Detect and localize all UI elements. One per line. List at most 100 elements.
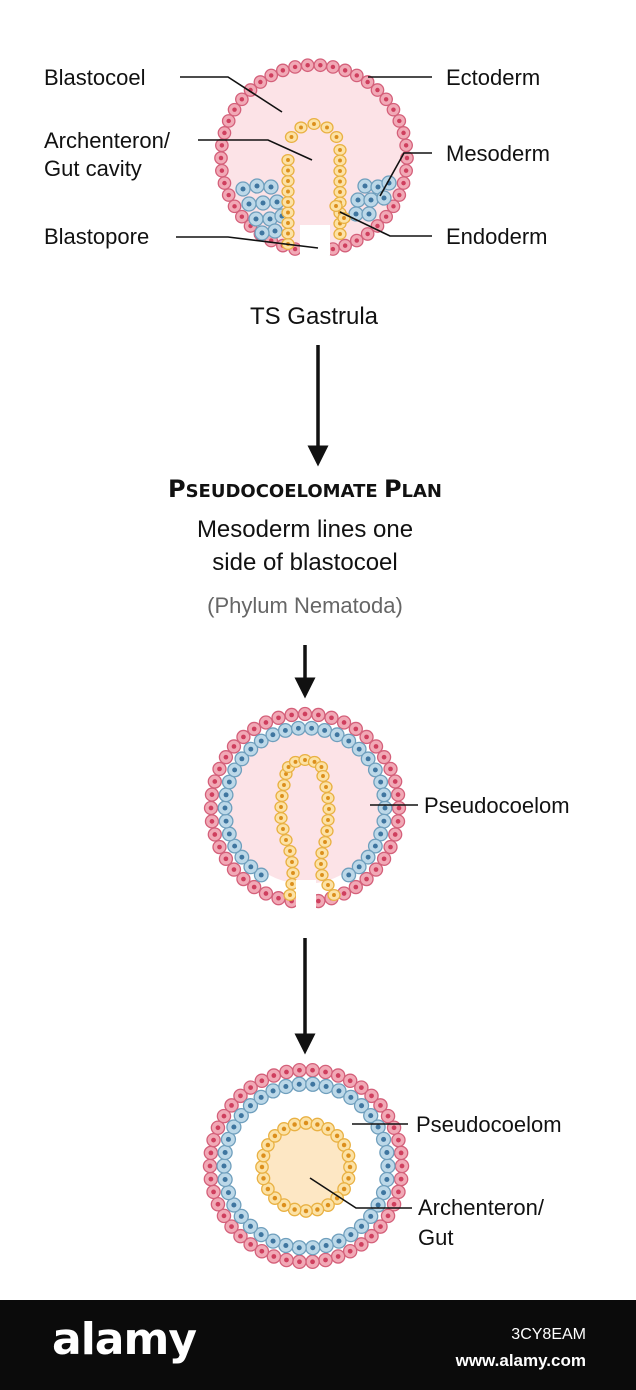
- ectoderm-cell: [243, 1080, 258, 1095]
- endoderm-cell: [330, 1129, 344, 1143]
- mesoderm-cell: [253, 1226, 269, 1243]
- mesoderm-cell: [226, 1119, 242, 1135]
- endoderm-cell: [322, 802, 336, 816]
- gastrula-figure: [214, 58, 414, 256]
- ectoderm-cell: [203, 800, 219, 816]
- pseudocoelomate-embryo-figure: [203, 706, 407, 910]
- label-pseudocoelom-stage2: Pseudocoelom: [424, 793, 570, 818]
- mesoderm-cell: [253, 733, 269, 749]
- ectoderm-cell: [305, 1254, 320, 1270]
- endoderm-cell: [284, 130, 299, 144]
- mesoderm-cell: [379, 1171, 395, 1188]
- ectoderm-cell: [284, 707, 299, 723]
- gastrula-caption: TS Gastrula: [250, 303, 379, 330]
- ectoderm-cell: [258, 715, 274, 730]
- mesoderm-cell: [361, 206, 377, 222]
- ectoderm-cell: [288, 60, 302, 74]
- mesoderm-cell: [235, 181, 251, 197]
- ectoderm-cell: [279, 1252, 294, 1268]
- mesoderm-cell: [242, 1218, 259, 1234]
- endoderm-cell: [268, 1129, 282, 1143]
- image-id: 3CY8EAM: [511, 1326, 586, 1343]
- endoderm-cell: [256, 1171, 271, 1186]
- ectoderm-cell: [247, 879, 262, 895]
- ectoderm-cell: [207, 827, 222, 842]
- ectoderm-cell: [390, 787, 406, 802]
- ectoderm-cell: [326, 60, 340, 74]
- ectoderm-cell: [215, 138, 229, 153]
- mesoderm-cell: [243, 859, 259, 875]
- plan-description-line2: side of blastocoel: [212, 549, 397, 576]
- label-endoderm: Endoderm: [446, 224, 548, 249]
- endoderm-cell: [321, 1122, 335, 1136]
- mesoderm-cell: [367, 762, 383, 778]
- mesoderm-layer: [216, 1076, 396, 1256]
- mesoderm-cell: [241, 196, 257, 212]
- mesoderm-cell: [254, 225, 270, 241]
- ectoderm-cell: [203, 1171, 219, 1187]
- ectoderm-cell: [380, 1108, 396, 1124]
- endoderm-cell: [337, 1182, 351, 1196]
- endoderm-cell: [321, 791, 335, 805]
- mesoderm-cell: [243, 741, 259, 757]
- mesoderm-cell: [227, 762, 243, 778]
- image-id-block: 3CY8EAM www.alamy.com: [456, 1322, 586, 1374]
- mesoderm-cell: [350, 192, 366, 208]
- ectoderm-cell: [218, 750, 234, 765]
- mesoderm-cell: [351, 859, 367, 875]
- endoderm-cell: [333, 154, 347, 167]
- endoderm-cell: [275, 789, 289, 803]
- ectoderm-cell: [386, 1120, 402, 1136]
- ectoderm-cell: [253, 75, 268, 89]
- endoderm-cell: [321, 813, 335, 827]
- endoderm-gut-tube: [274, 753, 341, 902]
- ectoderm-cell: [215, 163, 229, 178]
- endoderm-cell: [286, 866, 300, 880]
- mesoderm-cell: [233, 1208, 249, 1225]
- ectoderm-cell: [204, 814, 220, 829]
- diagram: Blastocoel Archenteron/ Gut cavity Blast…: [44, 58, 570, 1270]
- mesoderm-cell: [217, 1144, 233, 1161]
- mesoderm-cell: [265, 1233, 281, 1249]
- mesoderm-cell: [343, 1089, 359, 1106]
- mesoderm-cell: [220, 1184, 237, 1201]
- mesoderm-cell: [218, 787, 234, 803]
- mesoderm-cell: [267, 223, 283, 239]
- endoderm-cell: [274, 800, 288, 814]
- mesoderm-cell: [278, 1237, 294, 1254]
- ectoderm-cell: [318, 1252, 333, 1268]
- endoderm-cell: [310, 1202, 325, 1217]
- mesoderm-cell: [377, 800, 393, 816]
- ectoderm-cell: [330, 1249, 346, 1264]
- endoderm-cell: [285, 855, 299, 869]
- mesoderm-cell: [318, 1078, 334, 1095]
- mesoderm-cell: [253, 867, 269, 883]
- ectoderm-cell: [388, 774, 403, 789]
- endoderm-cell: [329, 199, 343, 213]
- mesoderm-cell: [379, 1144, 395, 1161]
- ectoderm-cell: [216, 1108, 232, 1124]
- mesoderm-cell: [375, 1184, 392, 1201]
- endoderm-cell: [261, 1182, 275, 1196]
- endoderm-cell: [327, 888, 341, 902]
- endoderm-cell: [329, 130, 344, 144]
- endoderm-cell: [281, 164, 295, 177]
- mesoderm-cell: [375, 1131, 392, 1148]
- blastopore-opening: [300, 225, 330, 255]
- mesoderm-cell: [341, 733, 357, 749]
- mesoderm-cell: [360, 751, 376, 767]
- endoderm-cell: [307, 117, 321, 131]
- mesoderm-cell: [373, 774, 389, 790]
- ectoderm-cell: [392, 114, 407, 128]
- mesoderm-cell: [360, 849, 376, 865]
- ectoderm-cell: [300, 58, 315, 73]
- mesoderm-cell: [363, 1208, 379, 1225]
- ectoderm-cell: [271, 710, 286, 725]
- mesoderm-cell: [221, 826, 237, 842]
- alamy-url: www.alamy.com: [455, 1351, 586, 1370]
- endoderm-cell: [315, 846, 329, 860]
- mesoderm-cell: [226, 1197, 242, 1213]
- mesoderm-cell: [265, 727, 281, 743]
- mesoderm-cell: [351, 741, 367, 757]
- label-archenteron-stage3-line2: Gut: [418, 1225, 453, 1250]
